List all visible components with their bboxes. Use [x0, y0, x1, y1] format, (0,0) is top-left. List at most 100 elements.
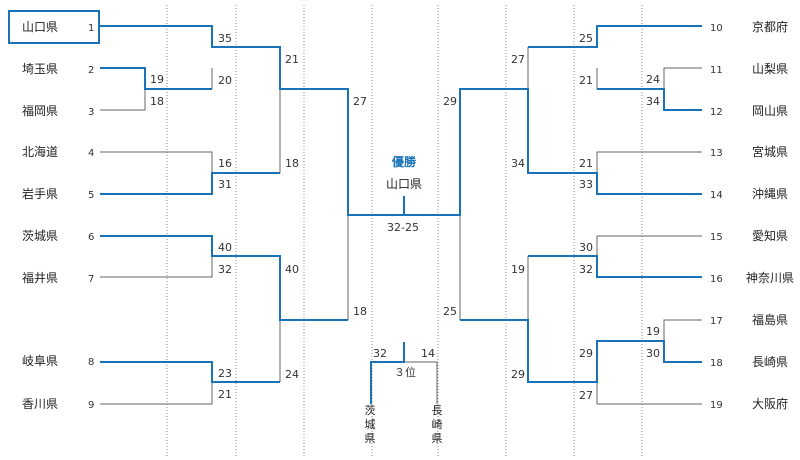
match-score: 33: [579, 178, 593, 191]
team-name: 神奈川県: [746, 271, 795, 285]
match-score: 19: [511, 263, 525, 276]
match-score: 18: [353, 305, 367, 318]
seed-number: 16: [710, 274, 723, 285]
bracket-line: [100, 89, 146, 111]
team-name: 福岡県: [22, 104, 59, 118]
match-score: 16: [218, 157, 232, 170]
match-score: 24: [646, 73, 660, 86]
round-guide-lines: [166, 5, 643, 458]
third-place-score: 32: [373, 347, 387, 360]
team-name: 岩手県: [22, 187, 59, 201]
winning-path: [370, 342, 405, 404]
seed-number: 3: [88, 107, 95, 118]
match-score: 18: [150, 95, 164, 108]
seed-number: 4: [88, 148, 95, 159]
team-name: 山口県: [22, 20, 59, 34]
champion-title: 優勝: [392, 155, 417, 169]
bracket-line: [100, 382, 213, 405]
winning-path: [528, 25, 702, 48]
team-name: 長崎県: [752, 355, 789, 369]
match-score: 32: [579, 263, 593, 276]
match-score: 35: [218, 32, 232, 45]
winning-path: [597, 88, 702, 111]
match-score: 25: [443, 305, 457, 318]
match-score: 29: [443, 95, 457, 108]
match-score: 31: [218, 178, 232, 191]
bracket-line: [596, 382, 702, 405]
team-name: 京都府: [752, 20, 789, 34]
team-name: 山梨県: [752, 62, 789, 76]
seed-number: 10: [710, 23, 723, 34]
seed-number: 1: [88, 23, 95, 34]
match-score: 29: [511, 368, 525, 381]
team-name: 埼玉県: [22, 62, 59, 76]
match-score: 40: [218, 241, 232, 254]
match-score: 24: [285, 368, 299, 381]
winning-path: [100, 67, 212, 90]
bracket-line: [663, 319, 702, 341]
winning-path-lines: [100, 25, 702, 404]
match-score: 19: [646, 325, 660, 338]
winning-path: [404, 88, 702, 216]
team-name: 茨城県: [22, 229, 59, 243]
match-score: 21: [285, 53, 299, 66]
bracket-line: [100, 256, 213, 278]
winning-path: [460, 319, 702, 383]
seed-number: 18: [710, 358, 723, 369]
bracket-line: [596, 151, 702, 173]
match-score: 40: [285, 263, 299, 276]
match-score: 30: [579, 241, 593, 254]
team-name: 岡山県: [752, 104, 789, 118]
bracket-line: [596, 235, 702, 256]
seed-number: 17: [710, 316, 723, 327]
match-score: 25: [579, 32, 593, 45]
third-place-team-left: 茨 城 県: [364, 404, 376, 445]
seed-number: 12: [710, 107, 723, 118]
team-name: 香川県: [22, 397, 59, 411]
seed-number: 7: [88, 274, 95, 285]
team-name: 沖縄県: [752, 187, 789, 201]
winning-path: [100, 25, 404, 216]
match-score: 21: [579, 157, 593, 170]
seed-number: 8: [88, 357, 95, 368]
winning-path: [528, 255, 702, 278]
seed-number: 11: [710, 65, 723, 76]
seed-number: 6: [88, 232, 95, 243]
seed-number: 9: [88, 400, 95, 411]
match-score: 30: [646, 347, 660, 360]
match-score: 27: [579, 389, 593, 402]
team-name: 福島県: [752, 313, 789, 327]
match-score: 20: [218, 74, 232, 87]
winning-path: [100, 361, 280, 383]
team-name: 北海道: [22, 145, 59, 159]
third-place-team-right: 長 崎 県: [431, 404, 443, 445]
match-score: 29: [579, 347, 593, 360]
seed-number: 2: [88, 65, 95, 76]
team-name: 愛知県: [752, 229, 789, 243]
seed-number: 15: [710, 232, 723, 243]
final-score: 32-25: [387, 221, 419, 234]
winning-path: [100, 172, 280, 195]
match-score: 19: [150, 73, 164, 86]
match-score: 34: [646, 95, 660, 108]
match-score: 32: [218, 263, 232, 276]
seed-number: 13: [710, 148, 723, 159]
team-name: 宮城県: [752, 145, 789, 159]
match-score: 21: [579, 74, 593, 87]
team-name: 大阪府: [752, 397, 789, 411]
bracket-line: [663, 67, 702, 89]
third-place-label: ３位: [394, 366, 416, 379]
third-place-score: 14: [421, 347, 435, 360]
match-score: 18: [285, 157, 299, 170]
winning-path: [100, 235, 348, 321]
match-score: 23: [218, 367, 232, 380]
team-name: 岐阜県: [22, 354, 59, 368]
match-score: 27: [511, 53, 525, 66]
bracket-line: [404, 361, 438, 404]
champion-highlight-box: [8, 10, 100, 44]
bracket-line: [100, 151, 213, 173]
team-name: 福井県: [22, 271, 59, 285]
champion-team: 山口県: [386, 177, 423, 191]
seed-number: 14: [710, 190, 723, 201]
